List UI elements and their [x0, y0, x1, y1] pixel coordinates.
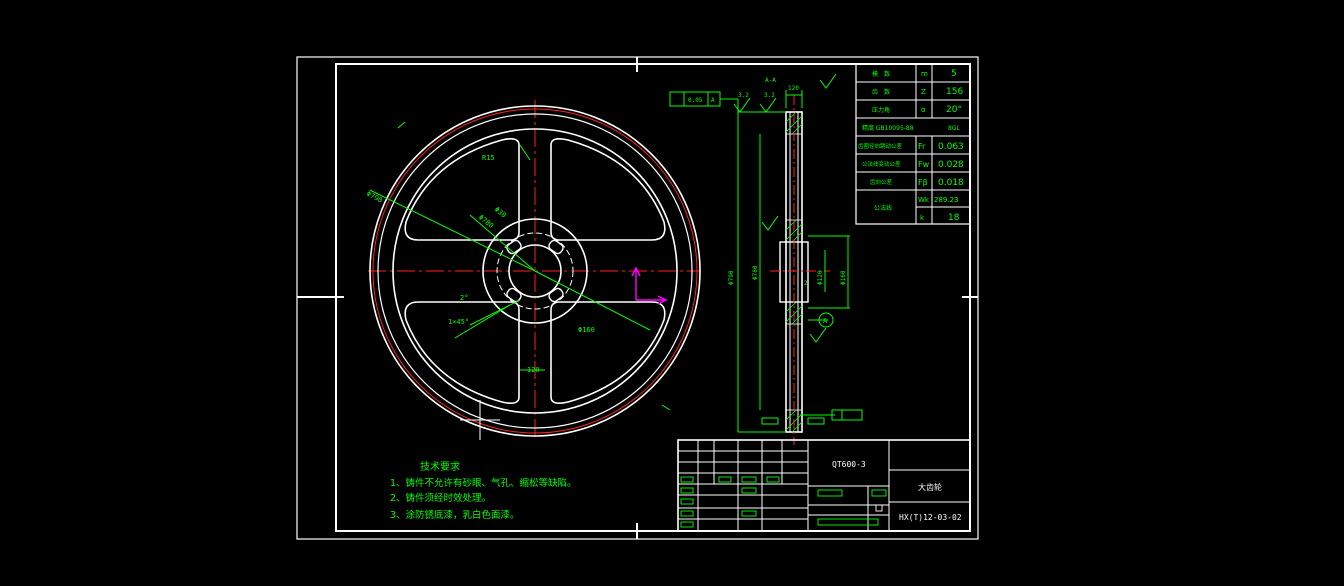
front-dimensions [369, 121, 671, 411]
label-phi-outer: Φ790 [365, 190, 384, 205]
param-symbol-0: m [921, 70, 928, 78]
param-symbol-2: α [921, 106, 926, 114]
param-symbol-7: Wk [918, 196, 930, 204]
label-gap: 2 [804, 280, 808, 287]
hub-outer [482, 218, 588, 324]
roughness-symbol [733, 73, 837, 343]
param-symbol-5: Fw [918, 160, 930, 169]
param-symbol-6: Fβ [918, 178, 928, 187]
tech-requirements: 技术要求 1、铸件不允许有砂眼、气孔、缩松等缺陷。 2、铸件须经时效处理。 3、… [390, 460, 577, 521]
bottom-tolerance-frames [761, 409, 863, 425]
tolerance-datum: A [711, 97, 715, 104]
param-value-7: 289.23 [934, 196, 959, 204]
label-phi-root: Φ780 [477, 213, 495, 230]
param-value-3: 8GL [948, 125, 960, 132]
centering-marks [297, 57, 978, 539]
param-value-6: 0.018 [938, 178, 964, 188]
rim-inner-circle [392, 128, 678, 414]
param-label-7: 公法线 [874, 204, 892, 212]
param-label-0: 模 数 [872, 70, 890, 78]
front-view: Φ790 Φ780 Φ30 Φ160 R15 2° 1×45° 120 [365, 100, 701, 440]
hub-holes [506, 239, 564, 303]
roughness-side: 3.2 [764, 92, 775, 99]
param-label-1: 齿 数 [872, 88, 890, 96]
label-angle: 2° [460, 294, 468, 302]
param-value-2: 20° [946, 105, 962, 115]
param-symbol-1: Z [921, 88, 926, 96]
label-phi-hub: Φ160 [578, 326, 595, 334]
tech-requirement-1: 1、铸件不允许有砂眼、气孔、缩松等缺陷。 [390, 477, 577, 489]
param-value-1: 156 [946, 87, 963, 97]
title-material: QT600-3 [832, 460, 866, 469]
tip-circle [369, 105, 701, 437]
label-chamfer: 1×45° [448, 318, 469, 326]
param-label-4: 齿圈径向跳动公差 [858, 142, 903, 150]
tolerance-value: 0.05 [688, 97, 703, 104]
inner-frame [335, 63, 971, 532]
title-drawing-number: HX(T)12-03-02 [899, 513, 962, 522]
param-symbol-8: k [920, 214, 925, 222]
label-phi-root-side: Φ780 [752, 265, 759, 280]
root-circle [377, 113, 693, 429]
param-value-4: 0.063 [938, 142, 964, 152]
section-view: 0.05 A 3.2 3.2 A-A Φ790 Φ780 Φ120 Φ160 1… [669, 73, 863, 445]
param-value-8: 18 [948, 213, 960, 223]
parameter-table: 模 数 m 5 齿 数 Z 156 压力角 α 20° 精度 GB10095-8… [855, 63, 971, 225]
param-label-3: 精度 GB10095-88 [862, 124, 914, 132]
label-hole: Φ30 [493, 205, 508, 219]
label-r: R15 [482, 154, 495, 162]
label-phi-bore-side: Φ120 [817, 270, 824, 285]
title-part-name: 大齿轮 [918, 482, 942, 492]
hub-bolt-circle [496, 232, 574, 310]
param-label-2: 压力角 [872, 106, 890, 114]
bore [508, 244, 562, 298]
web-window-bottom-right [550, 301, 666, 404]
roughness-top: 3.2 [738, 92, 749, 99]
title-block: QT600-3 大齿轮 HX(T)12-03-02 [677, 439, 971, 532]
tech-requirement-2: 2、铸件须经时效处理。 [390, 492, 491, 504]
param-label-6: 齿向公差 [870, 178, 893, 186]
param-value-0: 5 [951, 69, 957, 79]
web-window-top-right [550, 138, 666, 241]
datum-circle [818, 312, 834, 328]
label-phi-hub-side: Φ160 [840, 270, 847, 285]
web-window-top-left [404, 138, 520, 241]
tech-requirements-title: 技术要求 [420, 460, 460, 473]
section-label: A-A [765, 77, 776, 84]
label-phi-outer-side: Φ790 [728, 270, 735, 285]
label-width-side: 120 [788, 85, 799, 92]
pitch-circle [372, 108, 698, 434]
datum-circle-label: A [823, 317, 828, 325]
section-dimensions [737, 90, 850, 433]
ucs-icon [631, 266, 668, 305]
tech-requirement-3: 3、涂防锈底漆，乳白色面漆。 [390, 509, 520, 521]
param-symbol-4: Fr [918, 142, 926, 151]
param-label-5: 公法线变动公差 [862, 160, 901, 168]
cursor-cross [460, 400, 500, 440]
tolerance-frame [669, 91, 739, 112]
label-width-front: 120 [527, 366, 540, 374]
param-value-5: 0.028 [938, 160, 964, 170]
